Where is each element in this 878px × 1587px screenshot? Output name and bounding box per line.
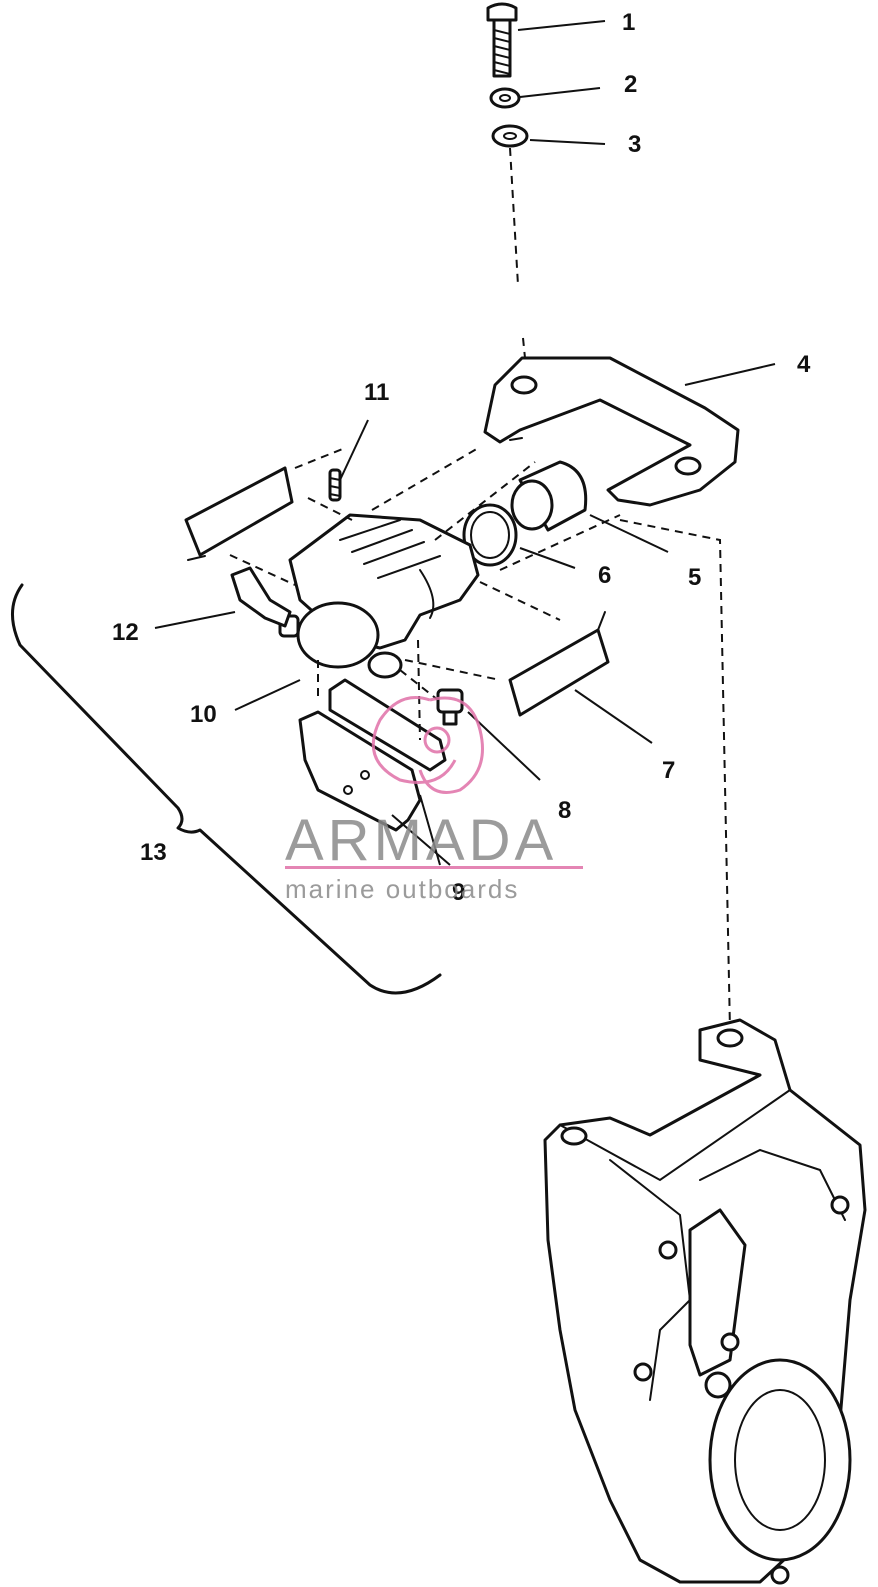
part-4-bracket [483,356,740,507]
callout-labels: 1 2 3 4 5 6 7 8 9 10 11 12 13 [112,9,811,906]
callout-4: 4 [797,351,811,378]
watermark-tagline: marine outboards [285,874,519,904]
part-13-assembly-brace [10,583,442,995]
part-6-seal-ring [462,503,518,567]
pad-clip-upper [184,466,294,561]
motor-housing [543,1018,867,1585]
callout-13: 13 [140,839,167,866]
watermark-brand: ARMADA [285,808,557,873]
callout-9: 9 [452,879,465,906]
callout-3: 3 [628,131,641,158]
part-7-pad-clip [508,611,610,717]
part-8-pin-bolt [436,688,464,726]
callout-5: 5 [688,564,701,591]
callout-7: 7 [662,757,675,784]
callout-1: 1 [622,9,635,36]
part-9-brake-pads [298,678,447,832]
assembly-dashed-lines [229,446,731,1031]
watermark-divider [285,866,583,869]
callout-6: 6 [598,562,611,589]
assembly-centerline-top [509,147,527,369]
watermark-logo-icon [371,696,484,794]
callout-10: 10 [190,701,217,728]
watermark: ARMADA marine outboards [285,696,583,904]
callout-2: 2 [624,71,637,98]
callout-11: 11 [364,379,389,406]
callout-8: 8 [558,797,571,824]
leader-lines [154,20,776,866]
part-5-piston [510,460,588,532]
part-11-bleed-screw [328,468,342,502]
part-2-lock-washer [489,87,521,109]
callout-12: 12 [112,619,139,646]
part-3-flat-washer [491,124,529,148]
part-12-hose-fitting [230,566,292,628]
part-10-piston-housing [278,601,403,679]
part-1-bolt [486,2,518,78]
